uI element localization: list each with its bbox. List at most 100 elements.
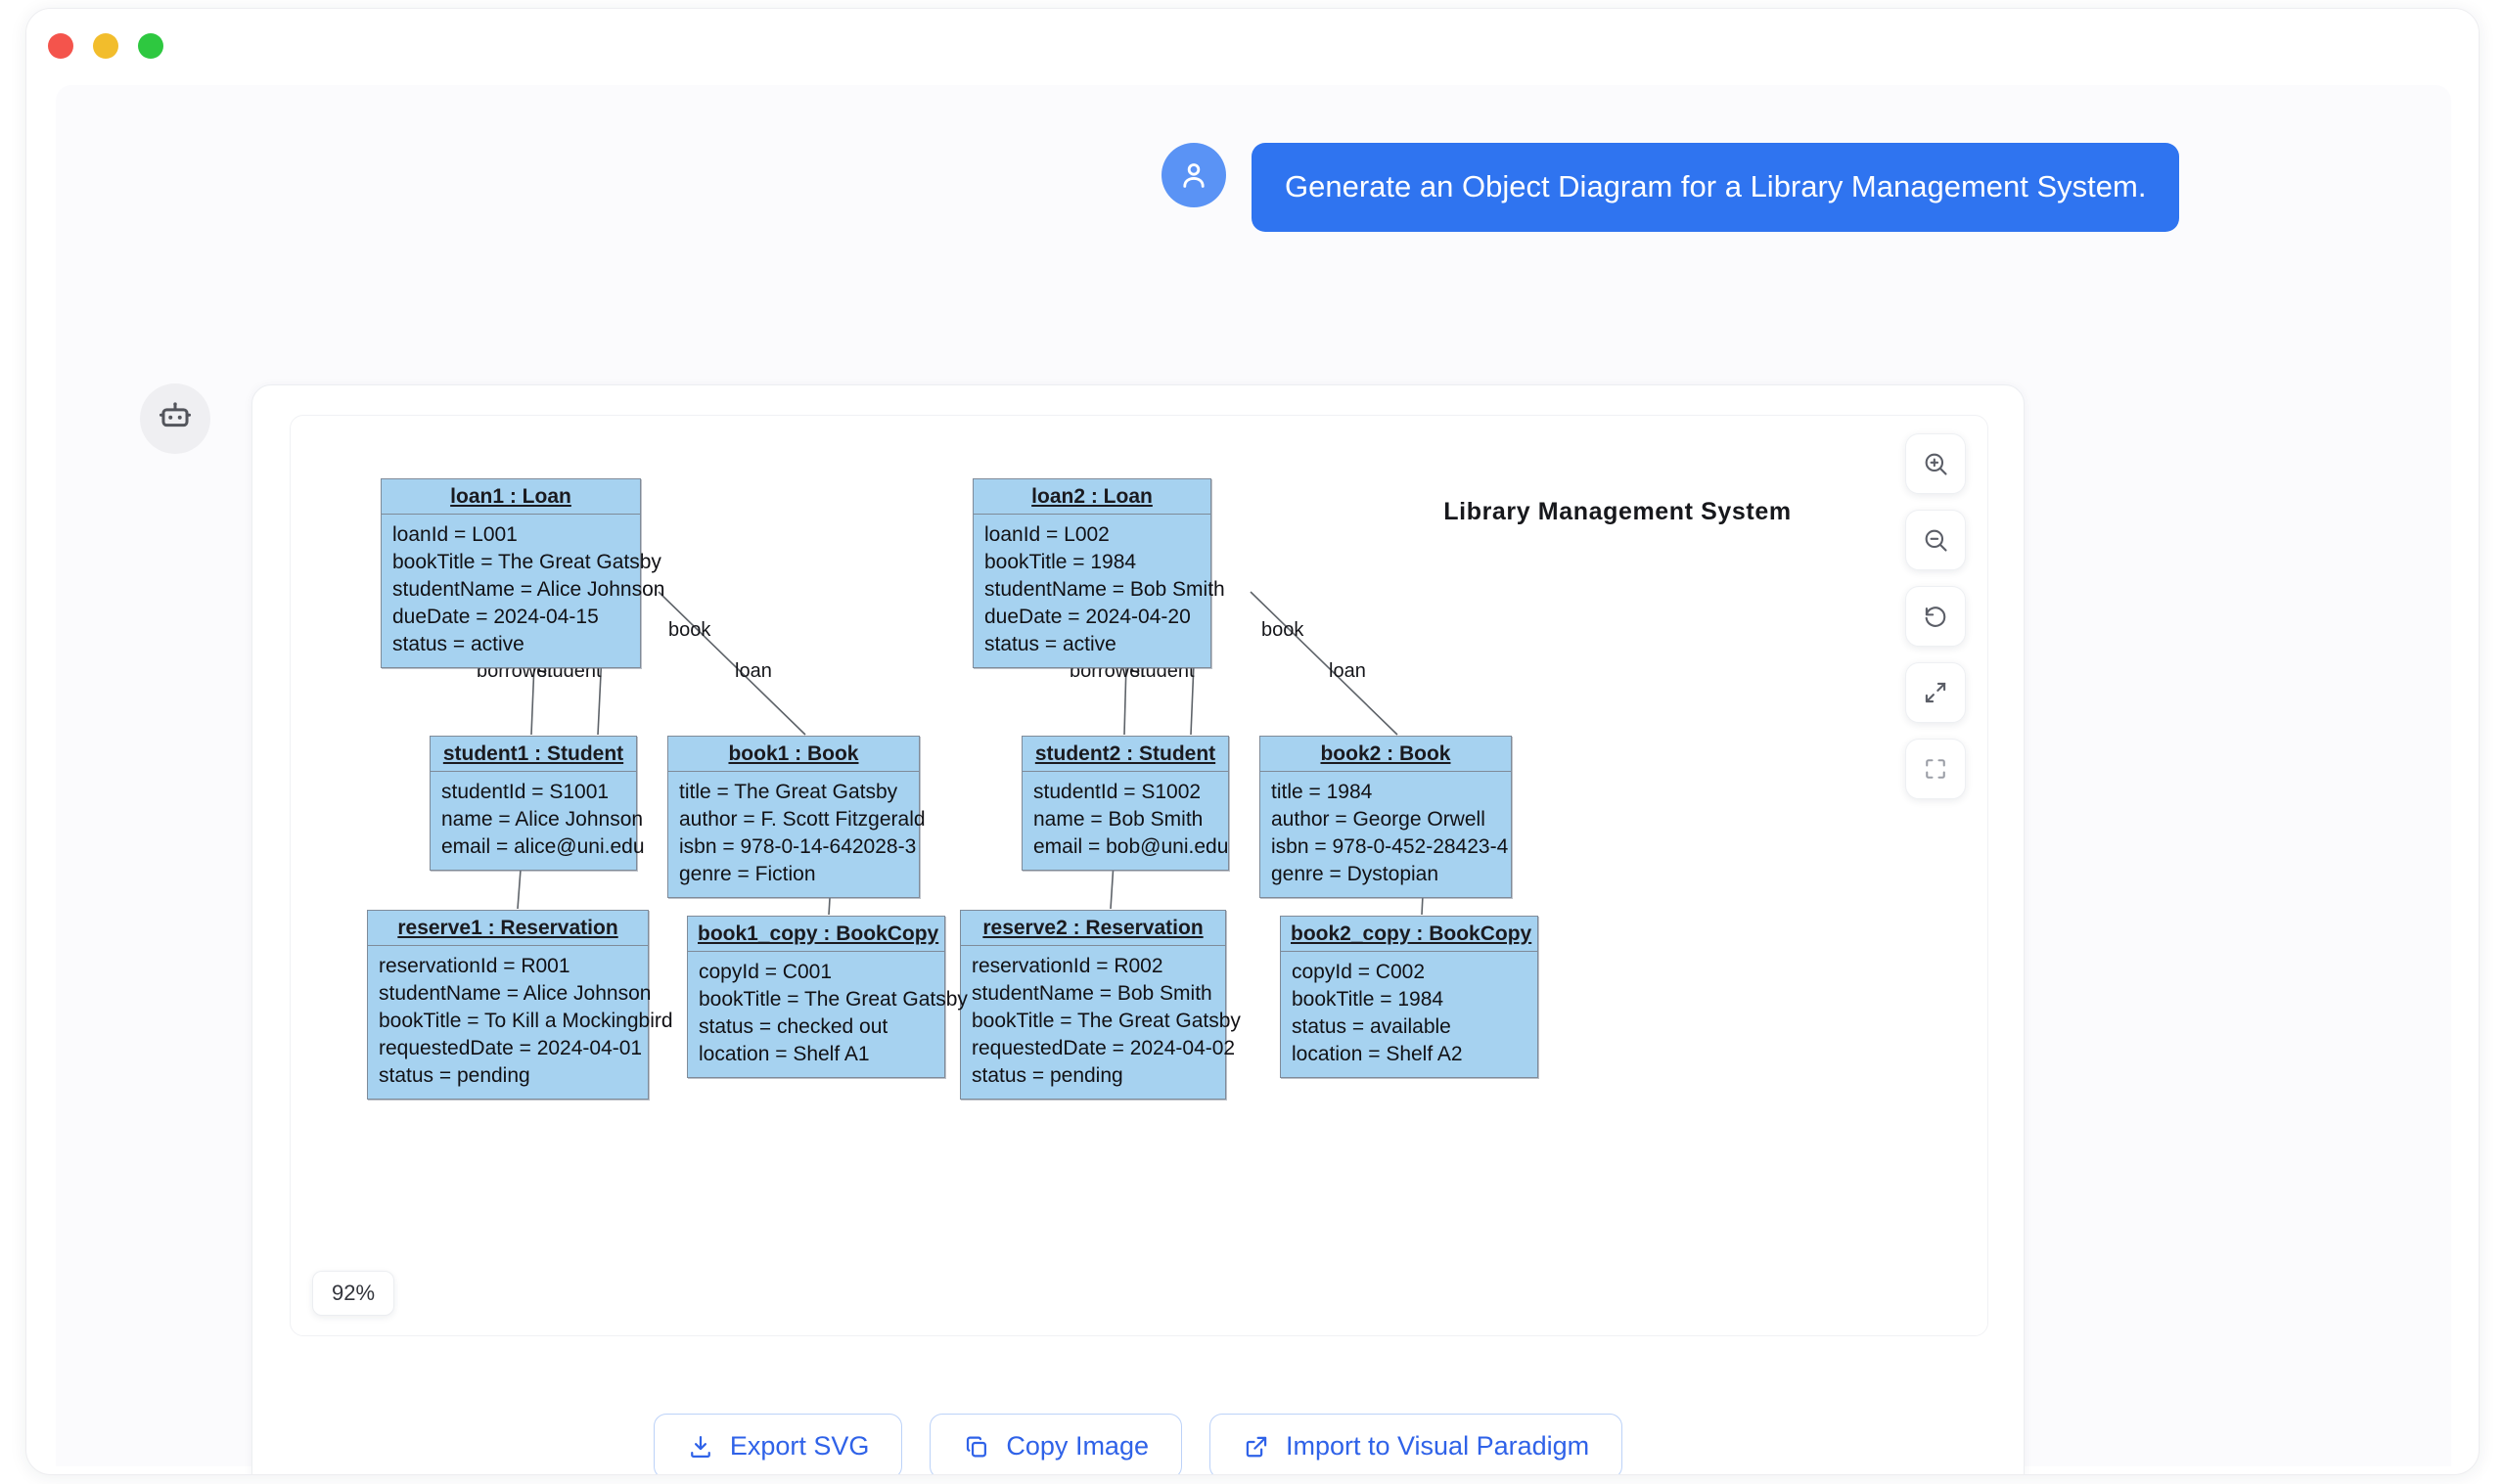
object-attributes-book2-copy: copyId = C002 bookTitle = 1984 status = … xyxy=(1281,952,1537,1077)
object-attributes-book2: title = 1984 author = George Orwell isbn… xyxy=(1260,772,1511,897)
object-box-student1[interactable]: student1 : Student studentId = S1001 nam… xyxy=(430,736,645,871)
user-prompt-bubble: Generate an Object Diagram for a Library… xyxy=(1252,143,2180,232)
attribute-row: email = bob@uni.edu xyxy=(1033,834,1229,858)
object-box-loan2[interactable]: loan2 : Loan loanId = L002 bookTitle = 1… xyxy=(973,478,1225,668)
attribute-row: bookTitle = The Great Gatsby xyxy=(392,550,661,573)
attribute-row: status = available xyxy=(1292,1014,1451,1038)
object-attributes-loan1: loanId = L001 bookTitle = The Great Gats… xyxy=(382,515,665,667)
zoom-in-button[interactable] xyxy=(1905,433,1966,494)
object-attributes-reserve1: reservationId = R001 studentName = Alice… xyxy=(368,946,673,1099)
edge-label-loan1-book: book xyxy=(668,619,711,641)
reset-rotate-icon xyxy=(1925,607,1946,627)
attribute-row: email = alice@uni.edu xyxy=(441,834,645,858)
object-box-reserve1[interactable]: reserve1 : Reservation reservationId = R… xyxy=(367,910,673,1100)
import-visual-paradigm-label: Import to Visual Paradigm xyxy=(1285,1431,1590,1461)
zoom-out-button[interactable] xyxy=(1905,510,1966,570)
diagram-canvas-wrapper[interactable]: Library Management System xyxy=(290,415,1988,1336)
attribute-row: status = checked out xyxy=(699,1014,888,1038)
attribute-row: status = active xyxy=(392,632,524,655)
object-header-book1-copy: book1_copy : BookCopy xyxy=(688,917,944,952)
export-svg-button[interactable]: Export SVG xyxy=(653,1414,903,1474)
attribute-row: title = 1984 xyxy=(1271,781,1373,803)
page-body: Generate an Object Diagram for a Library… xyxy=(56,85,2451,1474)
attribute-row: dueDate = 2024-04-20 xyxy=(984,605,1191,628)
fit-screen-icon xyxy=(1925,682,1946,703)
attribute-row: location = Shelf A2 xyxy=(1292,1042,1463,1065)
copy-image-label: Copy Image xyxy=(1006,1431,1149,1461)
fullscreen-button[interactable] xyxy=(1905,739,1966,799)
object-attributes-student2: studentId = S1002 name = Bob Smith email… xyxy=(1023,772,1228,870)
external-link-icon xyxy=(1246,1436,1267,1457)
import-visual-paradigm-button[interactable]: Import to Visual Paradigm xyxy=(1208,1414,1623,1474)
object-header-book2: book2 : Book xyxy=(1260,737,1511,772)
object-attributes-loan2: loanId = L002 bookTitle = 1984 studentNa… xyxy=(974,515,1225,667)
export-svg-label: Export SVG xyxy=(729,1431,870,1461)
object-attributes-reserve2: reservationId = R002 studentName = Bob S… xyxy=(961,946,1241,1099)
download-icon xyxy=(690,1435,710,1458)
attribute-row: dueDate = 2024-04-15 xyxy=(392,605,599,628)
reset-view-button[interactable] xyxy=(1905,586,1966,647)
object-header-reserve2: reserve2 : Reservation xyxy=(961,911,1225,946)
attribute-row: requestedDate = 2024-04-01 xyxy=(379,1036,643,1059)
attribute-row: studentId = S1002 xyxy=(1033,781,1202,803)
object-header-reserve1: reserve1 : Reservation xyxy=(368,911,648,946)
object-attributes-book1-copy: copyId = C001 bookTitle = The Great Gats… xyxy=(688,952,968,1077)
attribute-row: bookTitle = 1984 xyxy=(984,550,1137,573)
attribute-row: title = The Great Gatsby xyxy=(679,781,898,803)
maximize-window-button[interactable] xyxy=(138,33,163,59)
object-box-book1-copy[interactable]: book1_copy : BookCopy copyId = C001 book… xyxy=(687,916,968,1078)
attribute-row: status = pending xyxy=(972,1063,1123,1087)
zoom-in-icon xyxy=(1925,453,1947,475)
attribute-row: isbn = 978-0-452-28423-4 xyxy=(1271,834,1509,858)
copy-image-button[interactable]: Copy Image xyxy=(930,1414,1182,1474)
diagram-canvas[interactable]: Library Management System xyxy=(345,443,1987,1335)
attribute-row: bookTitle = To Kill a Mockingbird xyxy=(379,1009,673,1032)
attribute-row: studentName = Alice Johnson xyxy=(379,981,652,1005)
object-header-book2-copy: book2_copy : BookCopy xyxy=(1281,917,1537,952)
zoom-out-icon xyxy=(1925,529,1947,552)
attribute-row: status = active xyxy=(984,632,1116,655)
attribute-row: loanId = L002 xyxy=(984,523,1110,546)
object-box-book1[interactable]: book1 : Book title = The Great Gatsby au… xyxy=(667,736,926,898)
diagram-title: Library Management System xyxy=(1443,498,1792,525)
attribute-row: name = Alice Johnson xyxy=(441,807,644,831)
window-controls xyxy=(48,33,163,59)
attribute-row: bookTitle = 1984 xyxy=(1292,987,1444,1011)
attribute-row: studentName = Alice Johnson xyxy=(392,577,665,601)
attribute-row: loanId = L001 xyxy=(392,523,518,546)
diagram-actions: Export SVG Copy Image xyxy=(252,1414,2024,1474)
object-box-loan1[interactable]: loan1 : Loan loanId = L001 bookTitle = T… xyxy=(381,478,665,668)
attribute-row: author = F. Scott Fitzgerald xyxy=(679,807,926,831)
attribute-row: reservationId = R002 xyxy=(972,955,1163,977)
robot-icon xyxy=(159,402,192,427)
object-header-student2: student2 : Student xyxy=(1023,737,1228,772)
object-box-book2[interactable]: book2 : Book title = 1984 author = Georg… xyxy=(1259,736,1512,898)
object-header-loan1: loan1 : Loan xyxy=(382,479,640,515)
user-message-row: Generate an Object Diagram for a Library… xyxy=(1161,143,2180,232)
attribute-row: bookTitle = The Great Gatsby xyxy=(972,1009,1241,1032)
user-avatar xyxy=(1161,143,1226,207)
fullscreen-icon xyxy=(1926,759,1945,779)
fit-to-screen-button[interactable] xyxy=(1905,662,1966,723)
zoom-level-badge: 92% xyxy=(312,1271,395,1316)
app-window: Generate an Object Diagram for a Library… xyxy=(25,8,2480,1475)
attribute-row: name = Bob Smith xyxy=(1033,807,1204,831)
edge-label-loan2-book-loan: loan xyxy=(1329,660,1366,682)
object-box-reserve2[interactable]: reserve2 : Reservation reservationId = R… xyxy=(960,910,1241,1100)
attribute-row: studentId = S1001 xyxy=(441,781,610,803)
attribute-row: studentName = Bob Smith xyxy=(984,577,1225,601)
close-window-button[interactable] xyxy=(48,33,73,59)
canvas-zoom-toolbar xyxy=(1905,433,1966,799)
attribute-row: requestedDate = 2024-04-02 xyxy=(972,1036,1236,1059)
attribute-row: location = Shelf A1 xyxy=(699,1042,870,1065)
attribute-row: status = pending xyxy=(379,1063,530,1087)
object-box-student2[interactable]: student2 : Student studentId = S1002 nam… xyxy=(1022,736,1229,871)
attribute-row: bookTitle = The Great Gatsby xyxy=(699,987,968,1011)
minimize-window-button[interactable] xyxy=(93,33,118,59)
diagram-result-card: Library Management System xyxy=(251,384,2025,1474)
object-attributes-student1: studentId = S1001 name = Alice Johnson e… xyxy=(431,772,645,870)
attribute-row: author = George Orwell xyxy=(1271,807,1485,831)
object-box-book2-copy[interactable]: book2_copy : BookCopy copyId = C002 book… xyxy=(1280,916,1538,1078)
edge-label-loan2-book: book xyxy=(1261,619,1304,641)
attribute-row: reservationId = R001 xyxy=(379,955,570,977)
